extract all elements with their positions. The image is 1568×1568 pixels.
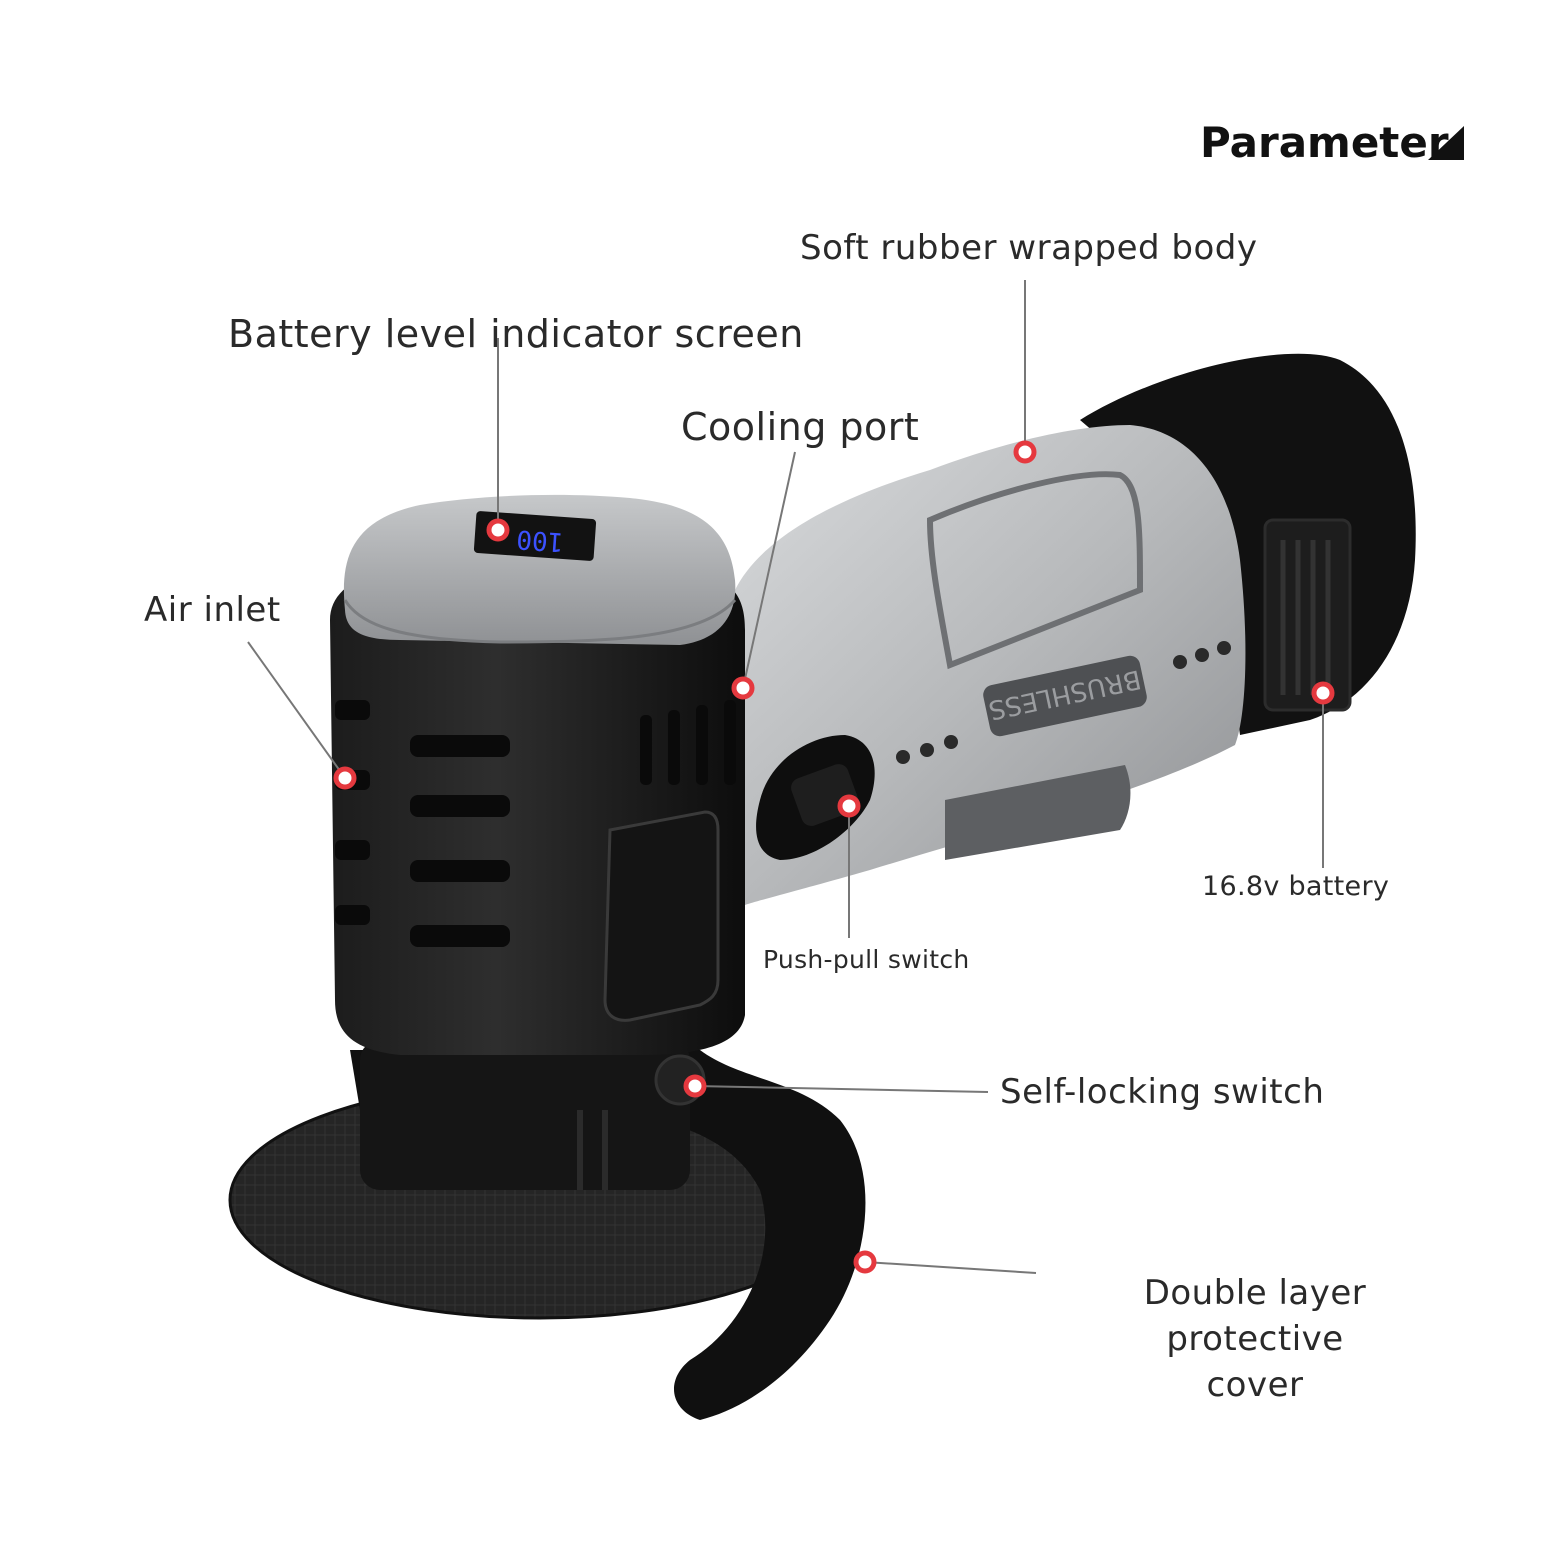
grinder-body: BRUSHLESS	[735, 425, 1246, 905]
label-battery-screen: Battery level indicator screen	[228, 312, 804, 356]
label-self-locking: Self-locking switch	[1000, 1072, 1325, 1112]
marker-air-inlet	[333, 766, 357, 790]
label-protective-cover-line1: Double layer protective	[1143, 1273, 1367, 1359]
screen-readout: 100	[516, 523, 565, 556]
label-battery: 16.8v battery	[1202, 871, 1390, 902]
label-protective-cover-line2: cover	[1206, 1365, 1304, 1405]
marker-cover	[853, 1250, 877, 1274]
marker-soft-body	[1013, 440, 1037, 464]
top-cap	[343, 494, 737, 645]
leader-lines	[247, 280, 1324, 1274]
marker-battery-screen	[486, 518, 510, 542]
label-air-inlet: Air inlet	[144, 590, 281, 630]
callout-markers	[333, 440, 1335, 1274]
label-cooling-port: Cooling port	[681, 405, 920, 449]
title-triangle-icon	[1428, 126, 1464, 160]
label-push-pull: Push-pull switch	[763, 945, 970, 974]
marker-push-pull	[837, 794, 861, 818]
protective-cover	[350, 1040, 866, 1420]
marker-battery	[1311, 681, 1335, 705]
marker-cooling-port	[731, 676, 755, 700]
label-soft-body: Soft rubber wrapped body	[800, 228, 1258, 268]
marker-self-locking	[683, 1074, 707, 1098]
page-title: Parameter	[1200, 118, 1449, 167]
motor-housing	[330, 565, 745, 1055]
label-protective-cover: Double layer protective cover	[1055, 1270, 1455, 1408]
